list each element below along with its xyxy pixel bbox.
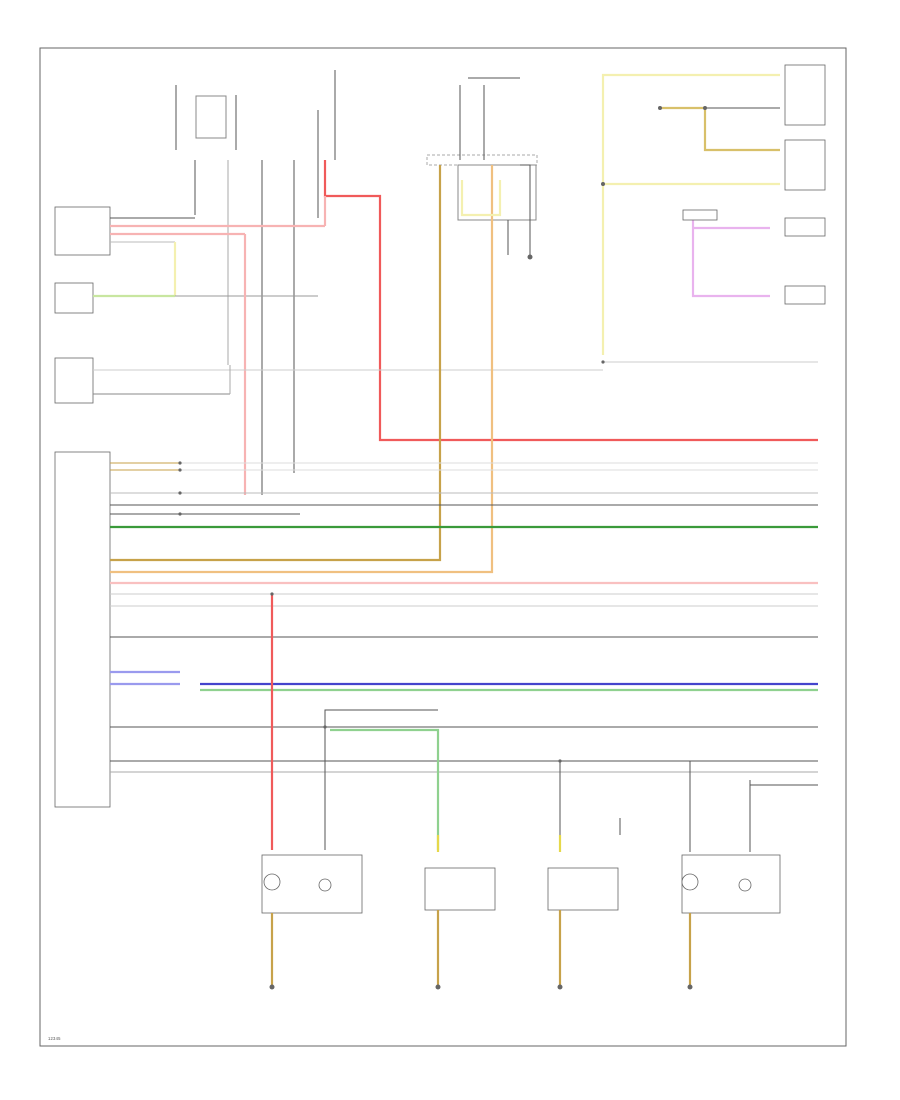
right-turn-lamp-bulb <box>318 878 332 892</box>
left-front-headlamp <box>681 854 781 914</box>
flasher-relay-box <box>457 164 537 221</box>
page-code: 12345 <box>48 1036 61 1041</box>
module-output-wires <box>110 462 818 786</box>
bottom-lamps <box>261 854 781 914</box>
left-turn-lamp-bulb <box>738 878 752 892</box>
driver-door-lamp <box>784 285 826 305</box>
high-beam-relay <box>54 357 94 404</box>
passenger-door-lamp <box>784 217 826 237</box>
ground-wires <box>269 254 693 990</box>
hazard-circuit <box>110 77 531 574</box>
fuse-box-a <box>195 95 227 139</box>
diagram-frame <box>39 47 847 1047</box>
trailer-connector <box>682 209 718 221</box>
license-lamp-connector-2 <box>784 139 826 191</box>
lamp-feed-wires <box>270 594 751 852</box>
light-switch-wires <box>93 217 325 298</box>
emergency-flasher-switch <box>426 154 538 166</box>
left-parking-lamp-bulb <box>681 873 699 891</box>
license-lamp-connector <box>784 64 826 126</box>
light-switch <box>54 206 111 256</box>
license-lamp-circuit <box>601 64 826 355</box>
high-beam-wires <box>93 361 818 395</box>
trailer-lamp-circuit <box>682 209 826 305</box>
red-feed-wire <box>243 160 818 495</box>
right-parking-lamp-bulb <box>263 873 281 891</box>
vehicle-electrical-control-module <box>54 451 111 808</box>
fog-light-relay <box>54 282 94 314</box>
right-front-turn-lamp <box>424 867 496 911</box>
fuse-feed-lines <box>175 70 336 495</box>
module-pins <box>178 360 605 763</box>
left-front-turn-lamp <box>547 867 619 911</box>
